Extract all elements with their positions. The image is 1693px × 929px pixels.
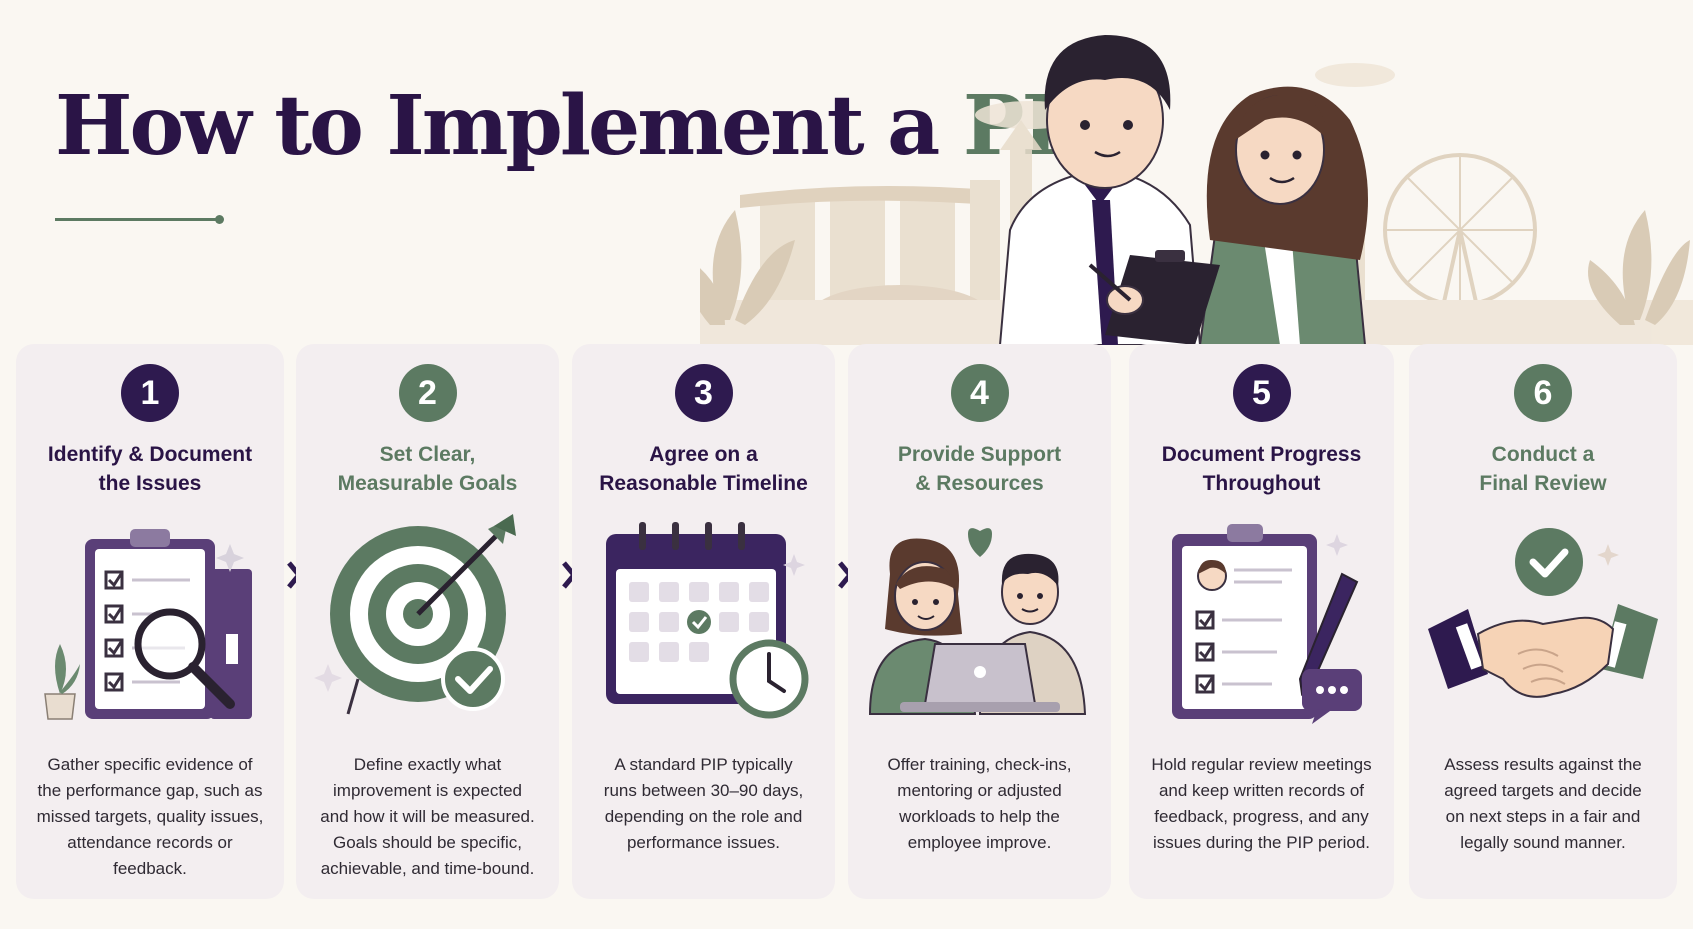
step-title: Document Progress Throughout [1137, 440, 1386, 498]
clipboard-icon [1088, 250, 1220, 345]
clipboard-magnifier-icon [44, 529, 252, 720]
step-number-badge: 3 [674, 364, 733, 422]
target-arrow-icon [313, 514, 516, 715]
step-desc-line: issues during the PIP period. [1152, 833, 1371, 852]
step-desc-line: Goals should be specific, [333, 833, 522, 852]
calendar-clock-icon [605, 522, 808, 719]
step-description: Offer training, check-ins, mentoring or … [862, 752, 1097, 856]
step-desc-line: feedback. [113, 859, 187, 878]
step-title: Agree on a Reasonable Timeline [580, 440, 827, 498]
step-description: Assess results against the agreed target… [1423, 752, 1663, 856]
step-title-line: Set Clear, [379, 443, 476, 466]
step-desc-line: legally sound manner. [1460, 833, 1626, 852]
step-desc-line: Offer training, check-ins, [887, 755, 1072, 774]
step-card-1: 1 Identify & Document the Issues [16, 344, 284, 899]
step-title-line: Measurable Goals [337, 472, 518, 495]
step-title-line: Provide Support [897, 443, 1062, 466]
step-title: Set Clear, Measurable Goals [304, 440, 551, 498]
step-card-4: 4 Provide Support & Resources Offer trai… [848, 344, 1111, 899]
step-number-badge: 5 [1232, 364, 1291, 422]
step-desc-line: feedback, progress, and any [1154, 807, 1369, 826]
plant-left-icon [700, 210, 795, 325]
step-description: Hold regular review meetings and keep wr… [1143, 752, 1380, 856]
step-desc-line: performance issues. [626, 833, 781, 852]
title-underline [55, 215, 224, 224]
step-card-6: 6 Conduct a Final Review Assess results … [1409, 344, 1677, 899]
handshake-icon [1428, 528, 1658, 698]
clipboard-pen-icon [1171, 524, 1362, 724]
step-number-badge: 4 [950, 364, 1009, 422]
step-desc-line: the performance gap, such as [37, 781, 263, 800]
step-desc-line: attendance records or [67, 833, 233, 852]
step-title-line: Identify & Document [47, 443, 253, 466]
people-laptop-icon [868, 528, 1086, 715]
step-title-line: Agree on a [649, 443, 758, 466]
step-title: Conduct a Final Review [1417, 440, 1669, 498]
step-number-badge: 1 [121, 364, 179, 422]
step-desc-line: and keep written records of [1158, 781, 1365, 800]
step-desc-line: improvement is expected [333, 781, 522, 800]
step-desc-line: employee improve. [907, 833, 1052, 852]
step-card-3: 3 Agree on a Reasonable Timeline [572, 344, 835, 899]
step-desc-line: missed targets, quality issues, [36, 807, 264, 826]
steps-row: 1 Identify & Document the Issues [16, 344, 1677, 899]
step-desc-line: on next steps in a fair and [1445, 807, 1641, 826]
step-description: A standard PIP typically runs between 30… [586, 752, 821, 856]
step-desc-line: depending on the role and [604, 807, 803, 826]
step-desc-line: A standard PIP typically [614, 755, 793, 774]
step-title-line: Reasonable Timeline [599, 472, 808, 495]
step-card-5: 5 Document Progress Throughout [1129, 344, 1394, 899]
step-title: Identify & Document the Issues [24, 440, 276, 498]
step-title: Provide Support & Resources [856, 440, 1103, 498]
step-title-line: the Issues [98, 472, 202, 495]
step-desc-line: runs between 30–90 days, [603, 781, 804, 800]
step-desc-line: workloads to help the [899, 807, 1060, 826]
step-card-2: 2 Set Clear, Measurable Goals Define exa… [296, 344, 559, 899]
step-title-line: Final Review [1479, 472, 1607, 495]
step-title-line: & Resources [915, 472, 1044, 495]
step-title-line: Document Progress [1161, 443, 1362, 466]
step-desc-line: and how it will be measured. [320, 807, 535, 826]
woman-figure-icon [1198, 86, 1368, 345]
hero-illustration [700, 35, 1693, 345]
step-title-line: Throughout [1202, 472, 1321, 495]
step-desc-line: agreed targets and decide [1444, 781, 1642, 800]
step-title-line: Conduct a [1491, 443, 1595, 466]
step-number-badge: 6 [1514, 364, 1572, 422]
step-desc-line: Hold regular review meetings [1151, 755, 1372, 774]
step-description: Define exactly what improvement is expec… [310, 752, 545, 882]
step-desc-line: Define exactly what [353, 755, 502, 774]
plant-right-icon [1588, 210, 1690, 325]
page-title-main: How to Implement a [55, 78, 963, 174]
step-desc-line: achievable, and time-bound. [320, 859, 535, 878]
step-number-badge: 2 [398, 364, 457, 422]
step-desc-line: Assess results against the [1444, 755, 1642, 774]
step-desc-line: Gather specific evidence of [47, 755, 253, 774]
step-desc-line: mentoring or adjusted [897, 781, 1062, 800]
step-description: Gather specific evidence of the performa… [30, 752, 270, 882]
